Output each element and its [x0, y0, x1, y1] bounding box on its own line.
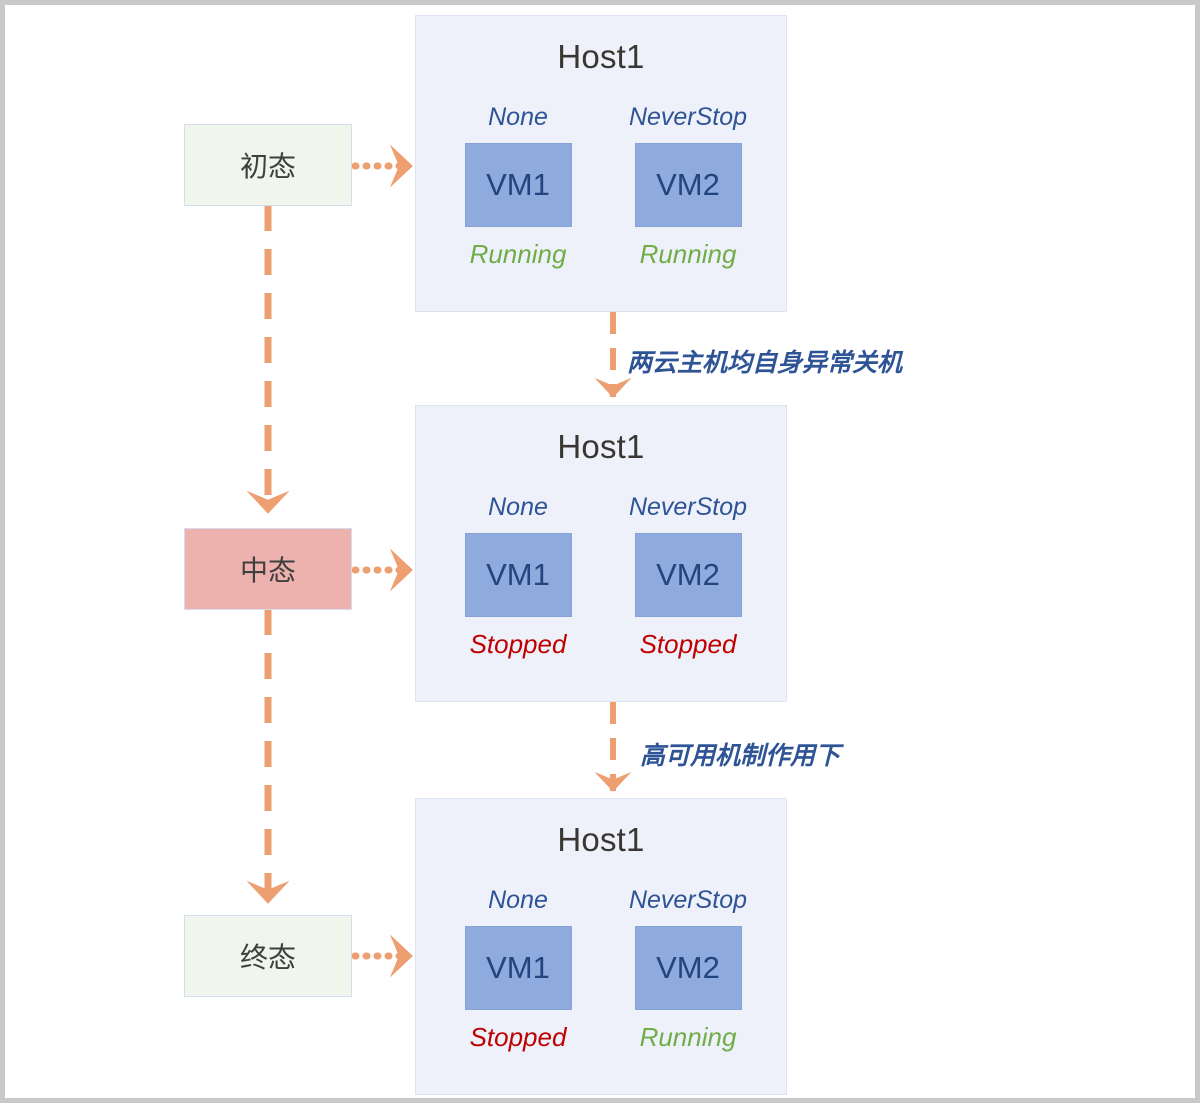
- vm-group-vm1[interactable]: None VM1 Running: [438, 103, 598, 269]
- vm-group-vm2[interactable]: NeverStop VM2 Running: [608, 886, 768, 1052]
- vm-box-vm1[interactable]: VM1: [464, 925, 572, 1010]
- vm-name-label: VM2: [656, 949, 720, 985]
- vm-policy-label: None: [488, 493, 548, 521]
- transition-label-2: 高可用机制作用下: [640, 742, 841, 770]
- state-label-final: 终态: [239, 942, 296, 973]
- state-label-middle: 中态: [239, 555, 296, 586]
- vm-status-label: Stopped: [469, 1021, 567, 1052]
- vm-name-label: VM2: [656, 556, 720, 592]
- vm-group-vm1[interactable]: None VM1 Stopped: [438, 493, 598, 659]
- vm-status-label: Running: [469, 238, 567, 269]
- host-panel-stage-3[interactable]: Host1 None VM1 Stopped NeverStop VM2 Run…: [415, 798, 787, 1095]
- vm-policy-label: NeverStop: [628, 103, 748, 131]
- vm-policy-label: NeverStop: [628, 493, 748, 521]
- vm-policy-label: NeverStop: [628, 886, 748, 914]
- vm-status-label: Running: [639, 238, 737, 269]
- host-title: Host1: [557, 428, 645, 465]
- vm-box-vm2[interactable]: VM2: [634, 532, 742, 617]
- vm-box-vm2[interactable]: VM2: [634, 142, 742, 227]
- vm-policy-label: None: [488, 103, 548, 131]
- vm-name-label: VM1: [486, 949, 550, 985]
- state-box-middle[interactable]: 中态: [184, 528, 352, 610]
- host-panel-stage-1[interactable]: Host1 None VM1 Running NeverStop VM2 Run…: [415, 15, 787, 312]
- host-title: Host1: [557, 38, 645, 75]
- state-box-initial[interactable]: 初态: [184, 124, 352, 206]
- host-panel-stage-2[interactable]: Host1 None VM1 Stopped NeverStop VM2 Sto…: [415, 405, 787, 702]
- vm-group-vm2[interactable]: NeverStop VM2 Running: [608, 103, 768, 269]
- transition-label-1: 两云主机均自身异常关机: [627, 349, 903, 377]
- vm-name-label: VM1: [486, 556, 550, 592]
- vm-box-vm2[interactable]: VM2: [634, 925, 742, 1010]
- vm-status-label: Stopped: [469, 628, 567, 659]
- host-title: Host1: [557, 821, 645, 858]
- state-box-final[interactable]: 终态: [184, 915, 352, 997]
- vm-name-label: VM2: [656, 166, 720, 202]
- vm-policy-label: None: [488, 886, 548, 914]
- vm-box-vm1[interactable]: VM1: [464, 532, 572, 617]
- vm-box-vm1[interactable]: VM1: [464, 142, 572, 227]
- vm-status-label: Running: [639, 1021, 737, 1052]
- vm-name-label: VM1: [486, 166, 550, 202]
- vm-group-vm1[interactable]: None VM1 Stopped: [438, 886, 598, 1052]
- vm-status-label: Stopped: [639, 628, 737, 659]
- vm-group-vm2[interactable]: NeverStop VM2 Stopped: [608, 493, 768, 659]
- state-label-initial: 初态: [239, 151, 296, 182]
